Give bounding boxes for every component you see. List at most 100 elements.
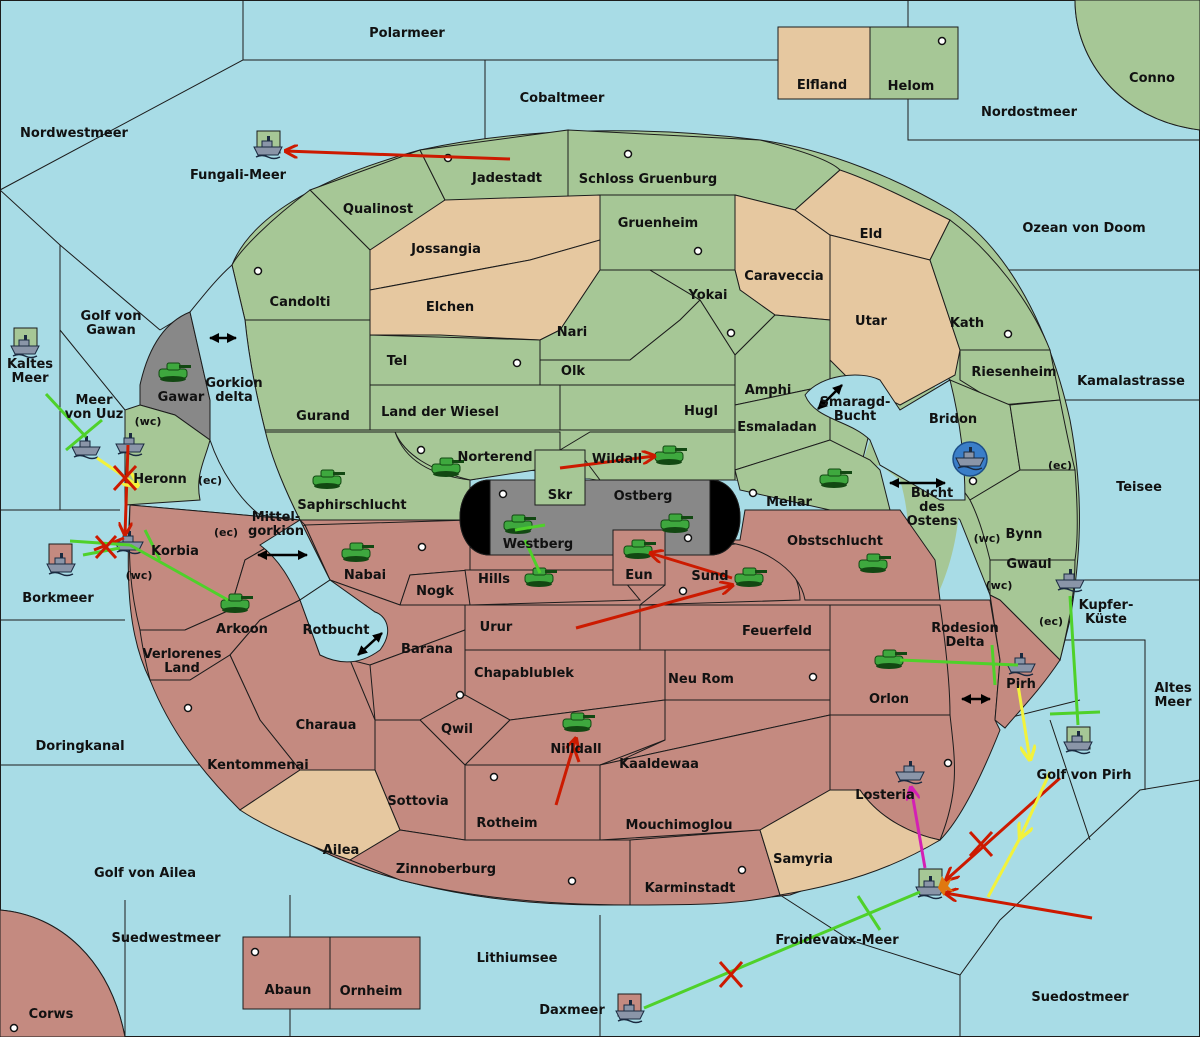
label-skr: Skr	[548, 488, 573, 503]
orders-magenta	[911, 787, 927, 869]
label-kupferkueste: Kupfer-Küste	[1079, 598, 1134, 627]
label-ozean: Ozean von Doom	[1022, 221, 1145, 236]
label-eld: Eld	[860, 227, 883, 242]
label-esmaladan: Esmaladan	[737, 420, 817, 435]
label-rotheim: Rotheim	[476, 816, 537, 831]
label-samyria: Samyria	[773, 852, 833, 867]
label-bridon: Bridon	[929, 412, 977, 427]
label-conno: Conno	[1129, 71, 1175, 86]
label-polarmeer: Polarmeer	[369, 26, 445, 41]
label-suedwestmeer: Suedwestmeer	[111, 931, 221, 946]
label-kamalastrasse: Kamalastrasse	[1077, 374, 1185, 389]
label-elfland: Elfland	[797, 78, 847, 93]
inner-seas	[189, 264, 966, 663]
label-golf-pirh: Golf von Pirh	[1036, 768, 1131, 783]
label-tel: Tel	[387, 354, 407, 369]
label-kaaldewaa: Kaaldewaa	[619, 757, 699, 772]
label-froidevaux: Froidevaux-Meer	[775, 933, 899, 948]
label-gwaul: Gwaul	[1006, 557, 1051, 572]
label-gruenheim: Gruenheim	[618, 216, 698, 231]
label-ornheim: Ornheim	[340, 984, 403, 999]
label-ostberg: Ostberg	[614, 489, 673, 504]
label-westberg: Westberg	[503, 537, 573, 552]
label-gawar: Gawar	[158, 390, 205, 405]
label-smaragd: Smaragd-Bucht	[820, 395, 891, 424]
label-yokai: Yokai	[687, 288, 727, 303]
label-gurand: Gurand	[296, 409, 350, 424]
connection-arrows	[209, 333, 991, 704]
label-heronn: Heronn	[133, 472, 187, 487]
label-feuerfeld: Feuerfeld	[742, 624, 812, 639]
label-norterend: Norterend	[457, 450, 532, 465]
label-elchen: Elchen	[426, 300, 474, 315]
label-wc-gwaul: (wc)	[986, 579, 1013, 592]
label-suedostmeer: Suedostmeer	[1031, 990, 1129, 1005]
dislodged-marker	[938, 876, 954, 896]
label-cobaltmeer: Cobaltmeer	[520, 91, 605, 106]
label-mouchimoglou: Mouchimoglou	[626, 818, 733, 833]
label-pirh: Pirh	[1006, 677, 1036, 692]
label-qualinost: Qualinost	[343, 202, 413, 217]
label-teisee: Teisee	[1116, 480, 1162, 495]
label-borkmeer: Borkmeer	[22, 591, 94, 606]
supply-centers	[9, 36, 1013, 1033]
label-arkoon: Arkoon	[216, 622, 268, 637]
label-lithiumsee: Lithiumsee	[477, 951, 558, 966]
label-mittelgorkion: Mittel-gorkion	[248, 510, 304, 539]
label-rotbucht: Rotbucht	[303, 623, 370, 638]
label-candolti: Candolti	[270, 295, 331, 310]
label-ailea: Ailea	[323, 843, 360, 858]
regions	[124, 129, 1078, 906]
label-ec-heronn: (ec)	[198, 474, 222, 487]
label-jossangia: Jossangia	[410, 242, 481, 257]
label-sottovia: Sottovia	[387, 794, 448, 809]
label-wc-gawar: (wc)	[135, 415, 162, 428]
label-ec-kath: (ec)	[1048, 459, 1072, 472]
label-wc-korbia: (wc)	[126, 569, 153, 582]
failed-markers	[94, 464, 994, 988]
label-chapablublek: Chapablublek	[474, 666, 574, 681]
label-eun: Eun	[625, 568, 652, 583]
label-caraveccia: Caraveccia	[744, 269, 823, 284]
label-hugl: Hugl	[684, 404, 718, 419]
label-nordwestmeer: Nordwestmeer	[20, 126, 128, 141]
orders-red	[93, 151, 1093, 920]
label-sund: Sund	[691, 569, 728, 584]
label-daxmeer: Daxmeer	[539, 1003, 605, 1018]
label-jadestadt: Jadestadt	[471, 171, 542, 186]
label-riesenheim: Riesenheim	[971, 365, 1056, 380]
label-kath: Kath	[950, 316, 984, 331]
label-amphi: Amphi	[745, 383, 792, 398]
label-qwil: Qwil	[441, 722, 473, 737]
label-wc-bynn: (wc)	[974, 532, 1001, 545]
label-golf-ailea: Golf von Ailea	[94, 866, 196, 881]
label-urur: Urur	[480, 620, 513, 635]
label-land-wiesel: Land der Wiesel	[381, 405, 499, 420]
label-mellar: Mellar	[766, 495, 812, 510]
label-saphirschlucht: Saphirschlucht	[297, 498, 406, 513]
label-bynn: Bynn	[1006, 527, 1043, 542]
label-fungali: Fungali-Meer	[190, 168, 287, 183]
label-helom: Helom	[888, 79, 935, 94]
label-neu-rom: Neu Rom	[668, 672, 734, 687]
label-nilldall: Nilldall	[550, 742, 601, 757]
label-schloss: Schloss Gruenburg	[579, 172, 717, 187]
label-nabai: Nabai	[344, 568, 386, 583]
label-barana: Barana	[401, 642, 453, 657]
label-corws: Corws	[29, 1007, 74, 1022]
label-ec-korbia: (ec)	[214, 526, 238, 539]
label-utar: Utar	[855, 314, 888, 329]
label-wildall: Wildall	[592, 452, 642, 467]
label-hills: Hills	[478, 572, 510, 587]
label-kentommenai: Kentommenai	[207, 758, 308, 773]
